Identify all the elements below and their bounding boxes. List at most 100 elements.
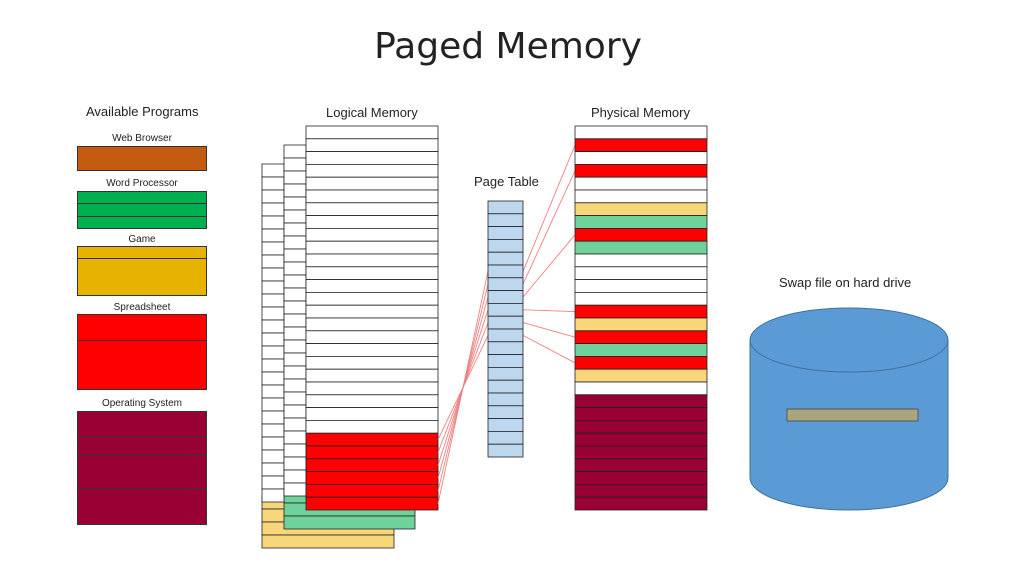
- logical-stack-page-a: [261, 163, 285, 178]
- page-table-entry: [487, 238, 524, 253]
- physical-memory-heading: Physical Memory: [591, 105, 690, 120]
- logical-stack-page-b: [283, 430, 307, 445]
- page-table-entry: [487, 264, 524, 279]
- page-table-heading: Page Table: [474, 174, 539, 189]
- page-table-entry: [487, 354, 524, 368]
- logical-stack-page-b: [283, 443, 307, 458]
- swap-drive-top: [749, 307, 949, 373]
- logical-stack-page-b: [283, 261, 307, 276]
- logical-stack-page-b: [283, 469, 307, 484]
- logical-stack-page-b: [283, 209, 307, 224]
- logical-stack-page-a: [261, 176, 285, 191]
- logical-page: [305, 189, 439, 204]
- logical-stack-page-b: [283, 482, 307, 497]
- mapping-line: [522, 335, 576, 364]
- logical-stack-page-a: [261, 410, 285, 425]
- physical-frame: [574, 227, 708, 242]
- logical-page: [305, 291, 439, 306]
- logical-page: [305, 381, 439, 396]
- logical-page: [305, 343, 439, 357]
- page-table-entry: [487, 392, 524, 407]
- logical-stack-page-b: [283, 287, 307, 302]
- logical-stack-page-b: [283, 170, 307, 185]
- physical-frame: [574, 215, 708, 229]
- program-label-web-browser: Web Browser: [112, 133, 172, 144]
- logical-stack-page-b: [283, 248, 307, 263]
- mapping-line: [522, 309, 576, 313]
- logical-stack-page-a: [261, 215, 285, 230]
- logical-stack-page-a: [261, 241, 285, 256]
- physical-frame: [574, 471, 708, 485]
- logical-page: [305, 176, 439, 191]
- logical-stack-page-b: [283, 404, 307, 419]
- mapping-line: [522, 145, 576, 272]
- page-table-entry: [487, 213, 524, 228]
- mapping-line: [522, 322, 576, 338]
- logical-stack-page-a: [261, 449, 285, 464]
- logical-page: [305, 355, 439, 370]
- logical-stack-page-a: [261, 462, 285, 477]
- logical-page: [305, 202, 439, 217]
- logical-stack-page-a: [261, 345, 285, 360]
- swap-drive-body: [749, 339, 949, 511]
- logical-memory: [305, 125, 439, 511]
- program-web-browser: [77, 146, 207, 171]
- physical-frame: [574, 407, 708, 421]
- logical-page: [305, 266, 439, 280]
- page-table-entry: [487, 200, 524, 215]
- logical-stack-page-a: [261, 280, 285, 295]
- physical-frame: [574, 432, 708, 447]
- logical-page: [305, 496, 439, 511]
- logical-stack-page-b: [283, 313, 307, 328]
- physical-frame: [574, 394, 708, 408]
- page-table-entry: [487, 226, 524, 240]
- logical-page: [305, 394, 439, 408]
- physical-frame: [574, 163, 708, 178]
- logical-page: [305, 125, 439, 140]
- physical-frame: [574, 151, 708, 165]
- logical-stack-page-b: [283, 365, 307, 380]
- logical-stack-page-a: [261, 384, 285, 399]
- mapping-line: [437, 271, 489, 504]
- page-table-entry: [487, 366, 524, 381]
- game-stack-page: [261, 534, 395, 549]
- logical-page: [305, 163, 439, 178]
- logical-page: [305, 279, 439, 293]
- page-table-mapping-lines: [437, 145, 576, 504]
- logical-page: [305, 151, 439, 165]
- logical-stack-page-b: [283, 417, 307, 432]
- logical-page: [305, 368, 439, 383]
- program-label-spreadsheet: Spreadsheet: [113, 302, 171, 313]
- logical-stack-page-a: [261, 332, 285, 347]
- logical-stack-page-a: [261, 228, 285, 243]
- program-operating-system: [77, 411, 207, 525]
- page-table: [487, 200, 524, 458]
- page-table-entry: [487, 443, 524, 458]
- logical-stack-page-b: [283, 235, 307, 250]
- physical-frame: [574, 419, 708, 434]
- logical-page: [305, 471, 439, 485]
- physical-frame: [574, 368, 708, 383]
- page-table-entry: [487, 290, 524, 304]
- mapping-line: [522, 234, 576, 298]
- physical-frame: [574, 176, 708, 191]
- logical-stack-page-b: [283, 300, 307, 315]
- page-table-entry: [487, 315, 524, 330]
- logical-page: [305, 432, 439, 447]
- physical-frame: [574, 445, 708, 460]
- logical-page: [305, 253, 439, 268]
- page-table-entry: [487, 379, 524, 394]
- logical-stack-page-a: [261, 371, 285, 386]
- page-table-entry: [487, 277, 524, 291]
- page-table-entry: [487, 302, 524, 317]
- logical-stack-page-a: [261, 189, 285, 204]
- physical-frame: [574, 458, 708, 472]
- word-stack-page: [283, 515, 416, 530]
- logical-page: [305, 240, 439, 255]
- mapping-line: [522, 170, 576, 285]
- logical-stack-page-a: [261, 202, 285, 217]
- swap-file-heading: Swap file on hard drive: [779, 275, 912, 290]
- logical-stack-page-a: [261, 319, 285, 334]
- logical-stack-page-b: [283, 391, 307, 406]
- logical-stack-page-b: [283, 183, 307, 198]
